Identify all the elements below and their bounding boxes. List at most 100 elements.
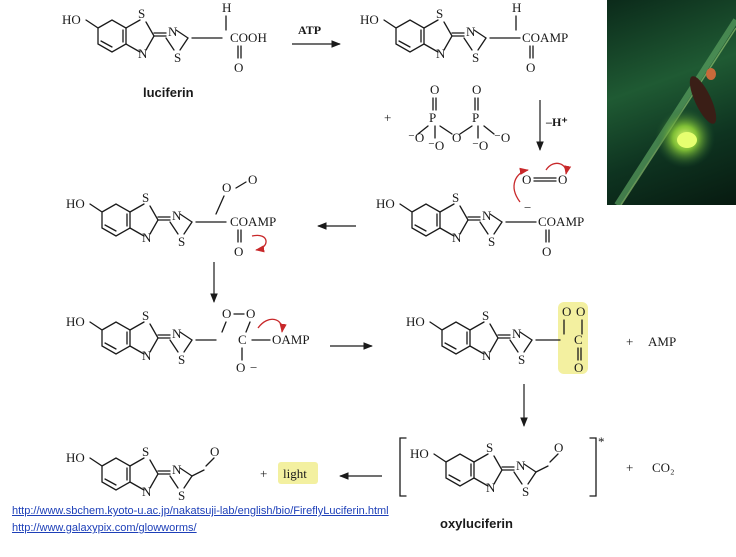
svg-text:O: O xyxy=(542,244,551,259)
svg-text:O: O xyxy=(522,172,531,187)
amp-label: AMP xyxy=(648,334,676,349)
plus-amp: + xyxy=(626,334,633,349)
svg-text:S: S xyxy=(486,440,493,455)
svg-text:HO: HO xyxy=(376,196,395,211)
svg-text:O: O xyxy=(222,180,231,195)
peroxide-structure: HO S N N S O O COAMP O xyxy=(66,172,276,259)
svg-text:O: O xyxy=(526,60,535,75)
source-link-sbchem[interactable]: http://www.sbchem.kyoto-u.ac.jp/nakatsuj… xyxy=(12,505,389,517)
svg-text:⁻O: ⁻O xyxy=(472,138,488,153)
svg-text:H: H xyxy=(512,0,521,15)
carbanion-structure: HO S N N S − COAMP O O O xyxy=(376,162,584,259)
svg-text:O: O xyxy=(562,304,571,319)
svg-text:HO: HO xyxy=(66,196,85,211)
svg-text:HO: HO xyxy=(66,450,85,465)
svg-text:S: S xyxy=(138,6,145,21)
svg-text:O: O xyxy=(210,444,219,459)
svg-text:O: O xyxy=(452,130,461,145)
svg-text:HO: HO xyxy=(66,314,85,329)
svg-text:S: S xyxy=(178,352,185,367)
svg-text:O: O xyxy=(248,172,257,187)
svg-text:OAMP: OAMP xyxy=(272,332,310,347)
svg-text:COAMP: COAMP xyxy=(522,30,568,45)
svg-text:N: N xyxy=(486,480,496,495)
oxyluciferin-ground-structure: HO S N N S O xyxy=(66,444,219,503)
svg-text:H: H xyxy=(222,0,231,15)
svg-text:O: O xyxy=(234,244,243,259)
svg-text:HO: HO xyxy=(406,314,425,329)
oxyluciferin-excited-structure: HO S N N S O * xyxy=(399,434,605,499)
svg-text:O: O xyxy=(430,82,439,97)
svg-text:COAMP: COAMP xyxy=(538,214,584,229)
atp-label: ATP xyxy=(298,23,321,37)
svg-text:S: S xyxy=(178,234,185,249)
svg-text:S: S xyxy=(174,50,181,65)
source-link-galaxypix[interactable]: http://www.galaxypix.com/glowworms/ xyxy=(12,522,197,534)
co2-label: CO₂ xyxy=(652,460,675,475)
svg-text:O: O xyxy=(558,172,567,187)
dioxetanone-structure: HO S N N S O O C O xyxy=(406,302,588,375)
svg-text:S: S xyxy=(142,308,149,323)
svg-text:N: N xyxy=(466,24,476,39)
svg-text:HO: HO xyxy=(410,446,429,461)
svg-text:S: S xyxy=(452,190,459,205)
svg-text:S: S xyxy=(142,444,149,459)
svg-text:N: N xyxy=(138,46,148,61)
svg-text:N: N xyxy=(168,24,178,39)
svg-text:S: S xyxy=(518,352,525,367)
svg-text:COOH: COOH xyxy=(230,30,267,45)
svg-text:O: O xyxy=(246,306,255,321)
svg-text:S: S xyxy=(482,308,489,323)
svg-text:S: S xyxy=(522,484,529,499)
svg-text:O: O xyxy=(574,360,583,375)
svg-text:HO: HO xyxy=(360,12,379,27)
svg-text:N: N xyxy=(142,348,152,363)
svg-text:N: N xyxy=(482,348,492,363)
svg-text:N: N xyxy=(512,326,522,341)
svg-text:S: S xyxy=(178,488,185,503)
svg-text:C: C xyxy=(574,332,583,347)
svg-text:O: O xyxy=(234,60,243,75)
svg-text:N: N xyxy=(172,208,182,223)
oxyluciferin-label: oxyluciferin xyxy=(440,516,513,531)
svg-text:S: S xyxy=(142,190,149,205)
svg-text:N: N xyxy=(452,230,462,245)
svg-text:S: S xyxy=(436,6,443,21)
dioxetane-intermediate-structure: HO S N N S O O C OAMP O − xyxy=(66,306,310,375)
plus-light: + xyxy=(260,466,267,481)
luciferin-structure: HO S N N S H COOH O xyxy=(62,0,267,75)
svg-text:*: * xyxy=(598,434,605,449)
svg-text:P: P xyxy=(472,110,479,125)
svg-text:N: N xyxy=(482,208,492,223)
svg-text:O: O xyxy=(472,82,481,97)
svg-text:S: S xyxy=(488,234,495,249)
svg-text:−: − xyxy=(250,360,257,375)
pyrophosphate-structure: O O P P ⁻O O ⁻O ⁻O ⁻O xyxy=(408,82,510,153)
firefly-photo xyxy=(607,0,736,205)
svg-text:−: − xyxy=(524,200,531,215)
svg-text:N: N xyxy=(172,326,182,341)
svg-text:C: C xyxy=(238,332,247,347)
svg-text:⁻O: ⁻O xyxy=(408,130,424,145)
svg-text:HO: HO xyxy=(62,12,81,27)
svg-text:O: O xyxy=(222,306,231,321)
plus-pyrophosphate: + xyxy=(384,110,391,125)
light-highlight xyxy=(278,462,318,484)
svg-text:N: N xyxy=(436,46,446,61)
deprotonation-label: –H⁺ xyxy=(545,115,568,129)
svg-text:S: S xyxy=(472,50,479,65)
svg-text:N: N xyxy=(142,230,152,245)
svg-text:O: O xyxy=(554,440,563,455)
source-links: http://www.sbchem.kyoto-u.ac.jp/nakatsuj… xyxy=(12,505,389,539)
svg-text:N: N xyxy=(142,484,152,499)
luciferin-label: luciferin xyxy=(143,85,194,100)
svg-text:O: O xyxy=(236,360,245,375)
svg-text:COAMP: COAMP xyxy=(230,214,276,229)
svg-text:⁻O: ⁻O xyxy=(428,138,444,153)
svg-text:P: P xyxy=(429,110,436,125)
svg-text:O: O xyxy=(576,304,585,319)
svg-text:N: N xyxy=(516,458,526,473)
plus-co2: + xyxy=(626,460,633,475)
light-label: light xyxy=(283,466,307,481)
